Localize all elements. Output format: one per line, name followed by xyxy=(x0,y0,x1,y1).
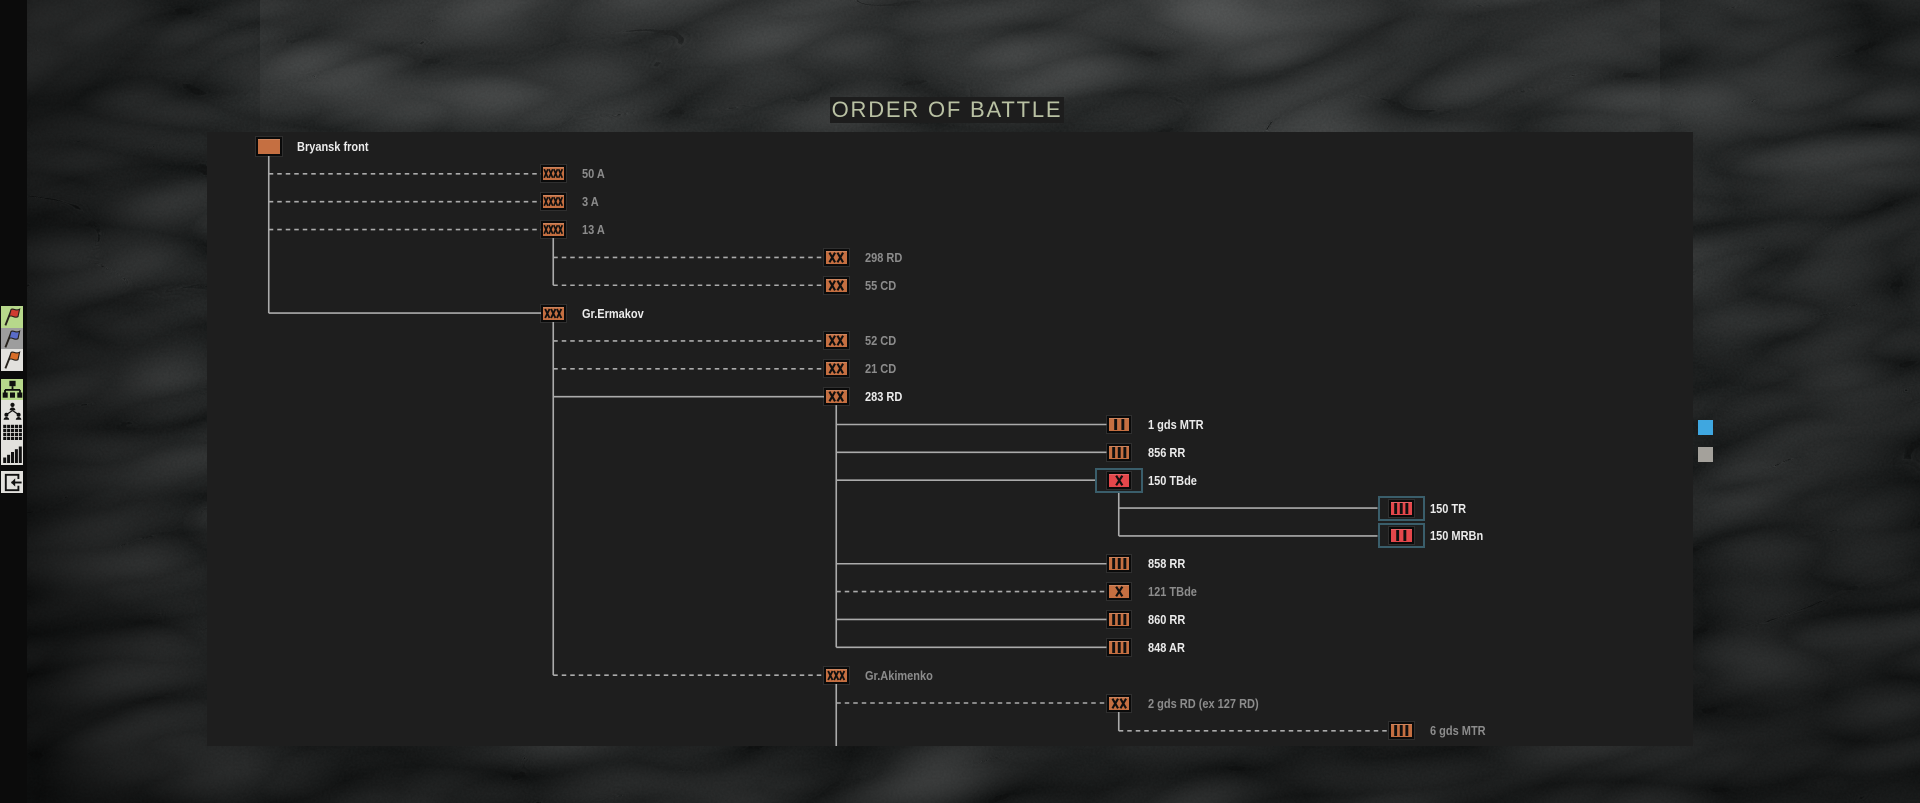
unit-label-52cd[interactable]: 52 CD xyxy=(865,334,897,349)
unit-icon-13a[interactable] xyxy=(541,221,566,239)
title-box: ORDER OF BATTLE xyxy=(830,97,1064,123)
unit-label-283rd[interactable]: 283 RD xyxy=(865,390,903,405)
unit-icon-21cd[interactable] xyxy=(824,360,849,378)
unit-icon-2grd[interactable] xyxy=(1106,694,1131,712)
unit-icon-121tbde[interactable] xyxy=(1106,583,1131,601)
blue-flag-button[interactable] xyxy=(1,327,23,349)
unit-icon-150mrbn[interactable] xyxy=(1389,527,1414,545)
unit-icon-298rd[interactable] xyxy=(824,248,849,266)
unit-icon-1gmtr[interactable] xyxy=(1106,416,1131,433)
orgchart-icon xyxy=(2,379,23,400)
personnel-icon xyxy=(2,401,23,422)
scroll-up-button[interactable] xyxy=(1698,420,1713,435)
unit-icon-3a[interactable] xyxy=(541,193,566,211)
order-of-battle-panel: Bryansk front 50 A 3 A 13 A 298 RD 55 CD Gr.Er… xyxy=(207,132,1693,746)
unit-label-848ar[interactable]: 848 AR xyxy=(1147,640,1185,655)
flag-icon xyxy=(2,349,23,370)
unit-label-298rd[interactable]: 298 RD xyxy=(865,250,903,265)
unit-icon-848ar[interactable] xyxy=(1106,638,1131,656)
personnel-tree-button[interactable] xyxy=(1,400,23,422)
unit-label-13a[interactable]: 13 A xyxy=(582,223,605,238)
red-flag-button[interactable] xyxy=(1,306,23,328)
unit-icon-52cd[interactable] xyxy=(824,332,849,350)
unit-icon-55cd[interactable] xyxy=(824,276,849,294)
orbat-tree-button[interactable] xyxy=(1,378,23,401)
unit-label-ermakov[interactable]: Gr.Ermakov xyxy=(582,306,644,321)
unit-label-bryansk[interactable]: Bryansk front xyxy=(297,139,369,154)
unit-icon-6gmtr[interactable] xyxy=(1389,722,1414,740)
roster-table-button[interactable] xyxy=(1,421,23,444)
unit-label-150tbde[interactable]: 150 TBde xyxy=(1147,473,1197,488)
flag-icon xyxy=(2,328,23,349)
flag-icon xyxy=(2,306,23,327)
unit-icon-50a[interactable] xyxy=(541,165,566,183)
tree-connector-lines xyxy=(267,155,1389,746)
unit-label-150mrbn[interactable]: 150 MRBn xyxy=(1430,529,1484,544)
unit-label-21cd[interactable]: 21 CD xyxy=(865,362,897,377)
unit-label-3a[interactable]: 3 A xyxy=(582,195,599,210)
unit-label-856rr[interactable]: 856 RR xyxy=(1147,445,1185,460)
page-title: ORDER OF BATTLE xyxy=(831,97,1063,122)
unit-label-858rr[interactable]: 858 RR xyxy=(1147,557,1185,572)
statistics-button[interactable] xyxy=(1,443,23,465)
unit-icon-860rr[interactable] xyxy=(1106,610,1131,628)
unit-label-121tbde[interactable]: 121 TBde xyxy=(1147,585,1197,600)
unit-label-860rr[interactable]: 860 RR xyxy=(1147,612,1185,627)
scroll-down-button[interactable] xyxy=(1698,447,1713,462)
table-icon xyxy=(2,422,23,443)
unit-icon-bryansk[interactable] xyxy=(256,136,282,156)
exit-button[interactable] xyxy=(1,471,23,493)
unit-icon-858rr[interactable] xyxy=(1106,555,1131,573)
unit-label-1gmtr[interactable]: 1 gds MTR xyxy=(1147,418,1204,432)
selection-frame xyxy=(1377,495,1425,521)
unit-label-50a[interactable]: 50 A xyxy=(582,167,605,182)
unit-icon-ermakov[interactable] xyxy=(541,304,566,322)
unit-icon-283rd[interactable] xyxy=(824,388,849,406)
unit-icon-akimenko[interactable] xyxy=(824,666,849,684)
selection-frame xyxy=(1377,523,1425,549)
unit-label-150tr[interactable]: 150 TR xyxy=(1430,501,1467,516)
unit-label-55cd[interactable]: 55 CD xyxy=(865,278,897,293)
unit-icon-150tbde[interactable] xyxy=(1106,471,1131,489)
barchart-icon xyxy=(2,444,23,465)
unit-label-2grd[interactable]: 2 gds RD (ex 127 RD) xyxy=(1147,696,1259,711)
left-toolbar xyxy=(0,0,27,803)
exit-icon xyxy=(2,472,23,493)
orange-flag-button[interactable] xyxy=(1,349,23,371)
selection-frame xyxy=(1095,467,1143,493)
unit-icon-856rr[interactable] xyxy=(1106,443,1131,461)
unit-label-6gmtr[interactable]: 6 gds MTR xyxy=(1430,724,1486,739)
unit-icon-150tr[interactable] xyxy=(1389,499,1414,517)
unit-label-akimenko[interactable]: Gr.Akimenko xyxy=(865,668,933,683)
